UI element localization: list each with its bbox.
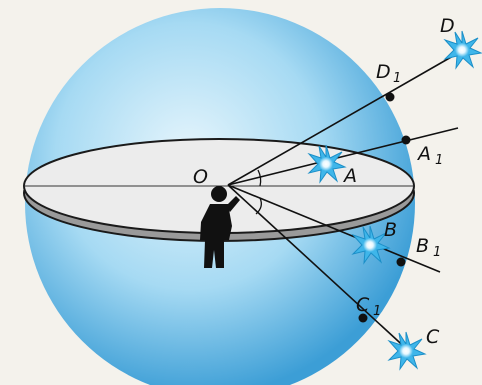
label-C1-subscript: 1 [373,304,381,319]
sight-rays [227,51,461,353]
observer-person-icon [200,186,240,268]
label-B1-subscript: 1 [433,245,441,260]
label-D: D [440,15,455,37]
ray-to-A [227,127,459,186]
label-A1: A [416,143,431,165]
label-B1: B [416,235,429,257]
angle-arc-lower [255,197,262,215]
label-D1: D [376,61,391,83]
point-D1 [385,92,395,102]
ray-to-C [227,184,411,353]
point-B1 [396,257,406,267]
star-A-icon [307,144,347,184]
point-C1 [358,313,368,323]
angle-arc-upper [257,169,262,187]
star-D-icon [443,30,482,70]
label-C1: C [356,294,370,316]
label-A: A [342,165,357,187]
label-D1-subscript: 1 [393,71,401,86]
label-O: O [193,166,208,188]
star-C-icon [387,331,427,371]
ray-to-D [227,51,461,186]
label-C: C [426,326,440,348]
label-B: B [384,219,397,241]
label-A1-subscript: 1 [435,153,443,168]
ray-to-B [227,184,441,273]
point-A1 [401,135,411,145]
star-B-icon [351,225,391,265]
